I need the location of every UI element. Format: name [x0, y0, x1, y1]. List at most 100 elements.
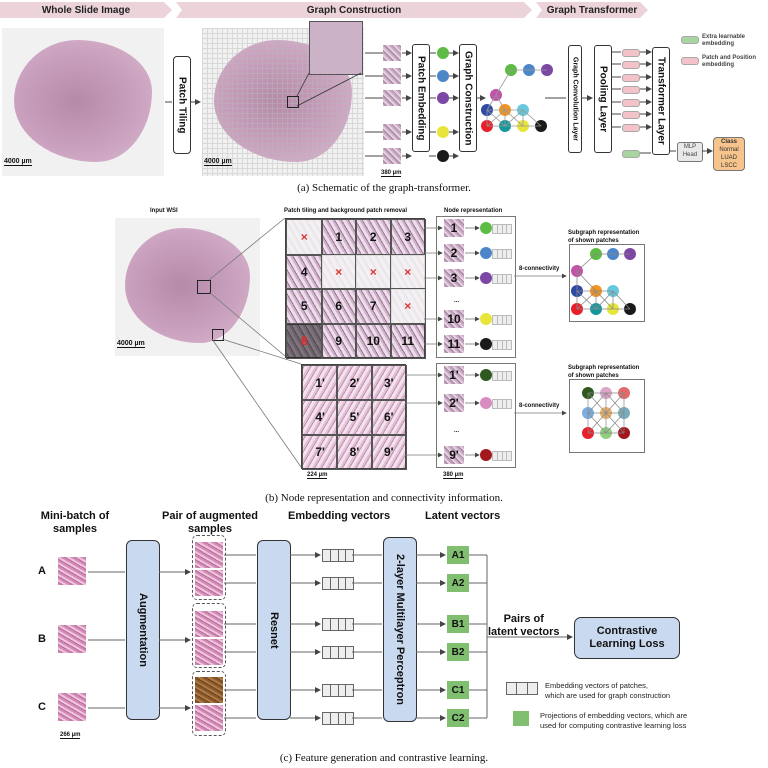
input-wsi-scale-bar: 4000 µm — [117, 340, 145, 348]
latent-vector: B1 — [447, 615, 469, 633]
patch-position-embedding — [622, 99, 640, 107]
node-list-box-2 — [436, 363, 516, 468]
connector-line — [296, 72, 362, 107]
patch-thumbnail — [383, 124, 401, 140]
node-circle — [480, 313, 492, 325]
node-2 — [437, 92, 449, 104]
connector-line — [522, 109, 542, 127]
latent-vector: A2 — [447, 574, 469, 592]
subgraph-box-1 — [569, 244, 645, 322]
connector-line — [587, 392, 607, 414]
input-wsi-title: Input WSI — [150, 208, 178, 214]
extra-learnable-embedding — [622, 150, 640, 158]
tile-cell: × — [389, 253, 426, 290]
banner-whole-slide-image: Whole Slide Image — [0, 2, 172, 18]
node-circle — [480, 272, 492, 284]
augmented-pair-group — [192, 671, 226, 736]
augmented-sample — [195, 570, 223, 596]
embedding-vector — [492, 224, 512, 234]
node-circle — [480, 369, 492, 381]
augmented-sample — [195, 542, 223, 568]
caption-a: (a) Schematic of the graph-transformer. — [297, 182, 471, 194]
embedding-vector — [322, 684, 354, 697]
sample-thumbnail — [58, 693, 86, 721]
connector-line — [576, 253, 597, 272]
tile-cell: 10 — [355, 322, 392, 359]
tile-cell: × — [389, 288, 426, 325]
tiled-scale-bar: 4000 µm — [204, 158, 232, 166]
patch-scale-bar: 380 µm — [381, 170, 402, 177]
tile-cell: 8' — [336, 433, 373, 470]
scale-380: 380 µm — [443, 472, 464, 479]
node-circle — [480, 397, 492, 409]
scale-266: 266 µm — [60, 732, 81, 739]
connector-line — [495, 94, 506, 111]
node-patch: 3 — [444, 269, 464, 287]
tile-cell: 9' — [370, 433, 407, 470]
connector-line — [576, 290, 597, 310]
connector-line — [605, 412, 625, 434]
title-latent: Latent vectors — [425, 510, 501, 522]
node-circle — [480, 222, 492, 234]
tile-cell: 3' — [370, 365, 407, 402]
connector-line — [587, 412, 607, 434]
connector-line — [486, 109, 506, 127]
latent-vector: C2 — [447, 709, 469, 727]
legend-projection-swatch — [513, 711, 529, 726]
connector-line — [486, 94, 497, 111]
node-patch: 2' — [444, 394, 464, 412]
tile-cell: 1' — [302, 365, 339, 402]
node-patch: 9' — [444, 446, 464, 464]
tile-cell: × — [286, 219, 323, 256]
graph-convolution-layer-box: Graph Convolution Layer — [568, 45, 582, 153]
latent-vector: C1 — [447, 681, 469, 699]
connector-line — [576, 270, 597, 292]
patch-position-embedding — [622, 124, 640, 132]
zoom-inset — [309, 21, 363, 75]
augmented-sample — [195, 611, 223, 637]
caption-b: (b) Node representation and connectivity… — [265, 492, 503, 504]
connector-line — [605, 392, 625, 414]
connector-line — [612, 290, 631, 310]
pooling-layer-box: Pooling Layer — [594, 45, 612, 153]
augmented-sample — [195, 705, 223, 731]
patch-position-embedding — [622, 49, 640, 57]
node-patch: 2 — [444, 244, 464, 262]
tile-cell: 6' — [370, 399, 407, 436]
node-patch: 11 — [444, 335, 464, 353]
class-output-box: Class Normal LUAD LSCC — [713, 137, 745, 171]
node-patch: 10 — [444, 310, 464, 328]
augmented-sample — [195, 639, 223, 665]
tile-cell: 11 — [389, 322, 426, 359]
patch-position-embedding — [622, 61, 640, 69]
region-box-2 — [212, 329, 224, 341]
node-circle — [480, 338, 492, 350]
subgraph-box-2 — [569, 379, 645, 453]
patch-thumbnail — [383, 90, 401, 106]
connector-line — [221, 338, 302, 365]
node-list-ellipsis: ... — [454, 298, 460, 304]
tile-cell: 7' — [302, 433, 339, 470]
embedding-vector — [492, 274, 512, 284]
connector-line — [495, 69, 512, 96]
legend-extra-embedding-swatch — [681, 36, 699, 44]
title-embedding: Embedding vectors — [288, 510, 391, 522]
legend-embedding-label: Embedding vectors of patches,which are u… — [545, 681, 671, 700]
scale-224: 224 µm — [307, 472, 328, 479]
mlp-box: 2-layer Multilayer Perceptron — [383, 537, 417, 722]
patch-position-embedding — [622, 74, 640, 82]
connector-line — [208, 217, 286, 281]
embedding-vector — [492, 451, 512, 461]
node-list-box-1 — [436, 216, 516, 358]
node-0 — [437, 47, 449, 59]
sample-label-C: C — [38, 701, 46, 713]
connector-line — [211, 338, 302, 468]
resnet-box: Resnet — [257, 540, 291, 720]
banner-graph-transformer: Graph Transformer — [536, 2, 648, 18]
